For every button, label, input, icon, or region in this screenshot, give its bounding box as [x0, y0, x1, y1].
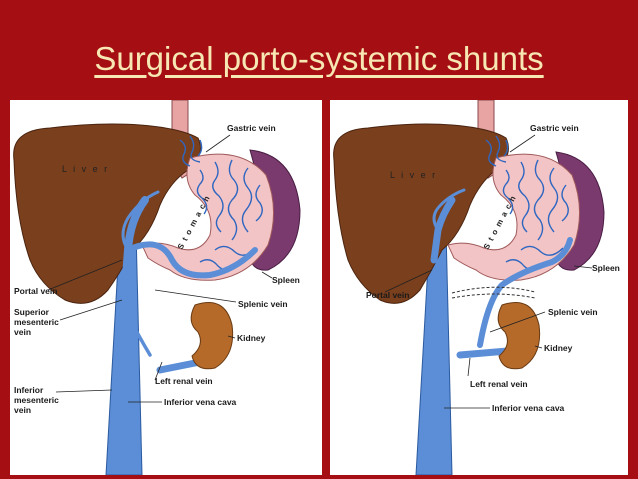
diagram-shunt-anatomy: L i v e r S t o m a c h Gastric vein Spl… — [330, 100, 628, 475]
superior-mesenteric-label-3: vein — [14, 327, 31, 337]
portal-vein-label: Portal vein — [14, 286, 57, 296]
superior-mesenteric-label-1: Superior — [14, 307, 50, 317]
stomach-shape — [447, 153, 581, 281]
left-renal-vein-label: Left renal vein — [470, 379, 528, 389]
portal-system — [111, 190, 258, 433]
left-renal-vein-label: Left renal vein — [155, 376, 213, 386]
splenic-vein-label: Splenic vein — [238, 299, 288, 309]
ligated-portal-segment — [451, 293, 536, 299]
portal-vein-label: Portal vein — [366, 290, 409, 300]
spleen-label: Spleen — [272, 275, 300, 285]
gastric-vein-label: Gastric vein — [530, 123, 579, 133]
liver-shape — [333, 123, 509, 304]
inferior-mesenteric-label-2: mesenteric — [14, 395, 59, 405]
kidney-shape — [190, 302, 234, 370]
kidney-label: Kidney — [544, 343, 573, 353]
diagram-normal-anatomy: L i v e r S t o m a c h Gast — [10, 100, 322, 475]
gastric-vein-label: Gastric vein — [227, 123, 276, 133]
inferior-mesenteric-label-3: vein — [14, 405, 31, 415]
liver-shape — [13, 123, 201, 304]
slide-title: Surgical porto-systemic shunts — [94, 40, 544, 77]
liver-label: L i v e r — [62, 164, 109, 174]
splenic-vein-label: Splenic vein — [548, 307, 598, 317]
spleen-label: Spleen — [592, 263, 620, 273]
ligated-splenic-segment — [451, 286, 536, 294]
inferior-mesenteric-label-1: Inferior — [14, 385, 44, 395]
inferior-vena-cava-label: Inferior vena cava — [164, 397, 237, 407]
stomach-shape — [141, 153, 275, 281]
kidney-label: Kidney — [237, 333, 266, 343]
liver-label: L i v e r — [390, 170, 437, 180]
kidney-shape — [497, 302, 541, 370]
inferior-vena-cava-label: Inferior vena cava — [492, 403, 565, 413]
superior-mesenteric-label-2: mesenteric — [14, 317, 59, 327]
gastric-vessels — [485, 135, 569, 271]
